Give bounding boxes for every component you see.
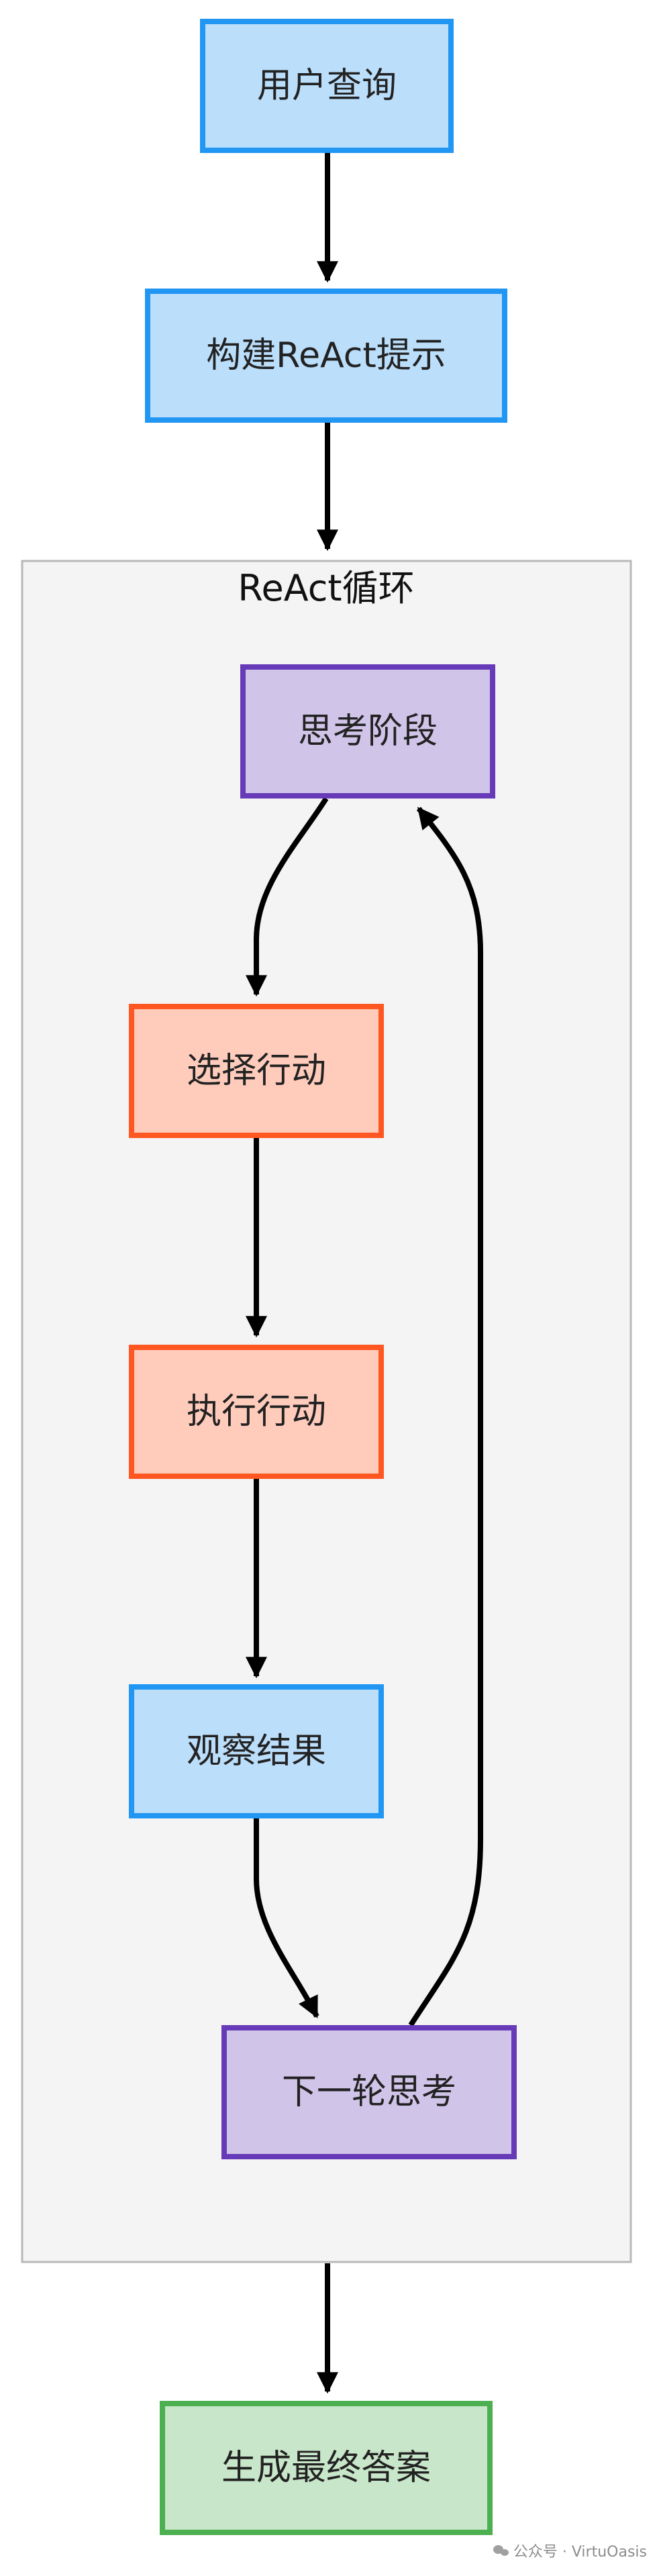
edges bbox=[246, 153, 483, 2394]
node-build-prompt: 构建ReAct提示 bbox=[145, 289, 507, 423]
node-next-think-label: 下一轮思考 bbox=[282, 2072, 456, 2112]
node-execute-action-label: 执行行动 bbox=[187, 1392, 326, 1432]
node-select-action-label: 选择行动 bbox=[187, 1051, 326, 1091]
node-next-think-box bbox=[221, 2025, 517, 2159]
node-observe-box bbox=[129, 1684, 384, 1818]
node-select-action: 选择行动 bbox=[129, 1004, 384, 1138]
react-loop-group-label: ReAct循环 bbox=[238, 567, 414, 609]
node-user-query-box bbox=[200, 19, 454, 153]
node-execute-action: 执行行动 bbox=[129, 1345, 384, 1479]
node-select-action-box bbox=[129, 1004, 384, 1138]
node-build-prompt-label: 构建ReAct提示 bbox=[206, 336, 446, 376]
edge-observe-to-next-think bbox=[254, 1818, 319, 2018]
node-user-query-label: 用户查询 bbox=[257, 66, 397, 106]
wechat-icon bbox=[493, 2544, 509, 2557]
node-think-box bbox=[240, 664, 495, 798]
node-observe: 观察结果 bbox=[129, 1684, 384, 1818]
node-final-answer-label: 生成最终答案 bbox=[221, 2448, 431, 2488]
watermark: 公众号 · VirtuOasis bbox=[493, 2540, 647, 2561]
watermark-text: 公众号 · VirtuOasis bbox=[513, 2544, 647, 2561]
node-next-think: 下一轮思考 bbox=[221, 2025, 517, 2159]
node-think: 思考阶段 bbox=[240, 664, 495, 798]
edge-next-think-back-to-think bbox=[408, 807, 483, 2027]
node-observe-label: 观察结果 bbox=[187, 1731, 326, 1771]
node-final-answer-box bbox=[160, 2401, 493, 2535]
edge-think-to-select-action bbox=[246, 796, 329, 997]
node-user-query: 用户查询 bbox=[200, 19, 454, 153]
node-build-prompt-box bbox=[145, 289, 507, 423]
node-execute-action-box bbox=[129, 1345, 384, 1479]
node-think-label: 思考阶段 bbox=[298, 711, 438, 752]
node-final-answer: 生成最终答案 bbox=[160, 2401, 493, 2535]
